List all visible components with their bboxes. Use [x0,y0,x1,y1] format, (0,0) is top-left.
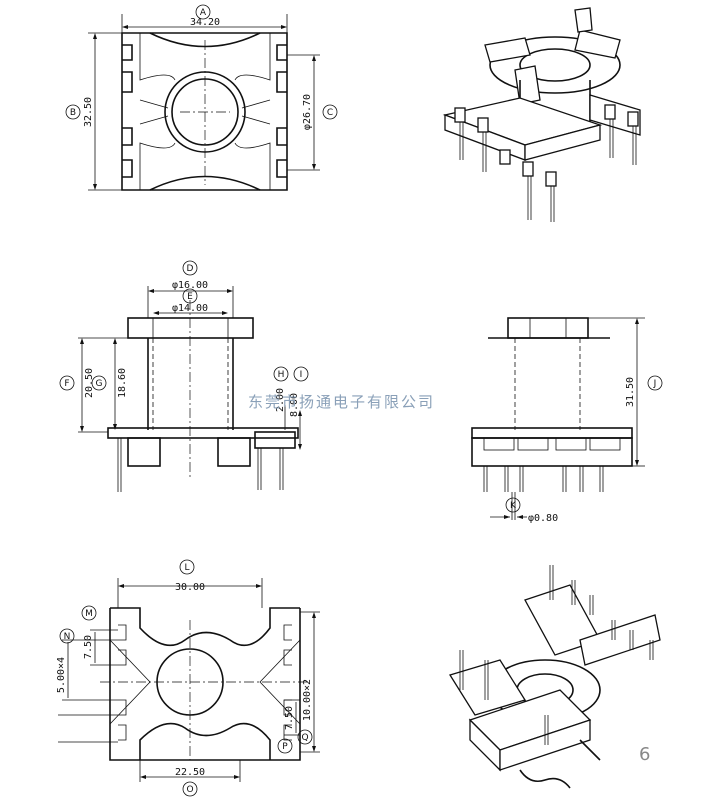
dim-H: 2.00 [275,388,286,412]
tag-O: O [186,785,193,795]
dim-P: 7.50 [284,706,295,730]
dim-M: 7.50 [83,635,94,659]
dim-F: 20.50 [84,368,95,398]
tag-K: K [510,501,517,511]
tag-L: L [184,563,189,573]
tag-N: N [64,632,71,642]
isometric-view-bottom: 6 [448,565,661,789]
dim-G: 18.60 [117,368,128,398]
dim-D: φ16.00 [172,280,208,291]
isometric-view-top [442,7,641,222]
tag-E: E [187,292,193,302]
dim-E: φ14.00 [172,303,208,314]
dim-L: 30.00 [175,582,205,593]
tag-H: H [278,370,285,380]
front-view: D φ16.00 E φ14.00 F 20.50 G 18.60 H 2.00… [59,260,309,492]
tag-J: J [653,379,657,389]
dim-N: 5.00×4 [56,657,67,693]
page-number: 6 [639,744,650,765]
tag-F: F [64,379,69,389]
tag-M: M [85,609,93,619]
company-watermark: 东莞市扬通电子有限公司 [248,393,435,411]
dim-K: φ0.80 [528,513,558,524]
tag-D: D [187,264,194,274]
dim-A: 34.20 [190,17,220,28]
tag-Q: Q [301,733,308,743]
dim-B: 32.50 [83,97,94,127]
dim-O: 22.50 [175,767,205,778]
dim-J: 31.50 [625,377,636,407]
tag-I: I [300,370,303,380]
dim-I: 8.00 [289,393,300,417]
tag-G: G [96,379,103,389]
tag-P: P [282,742,288,752]
tag-B: B [70,108,76,118]
tag-A: A [200,8,207,18]
dim-C: φ26.70 [302,94,313,130]
bottom-view: L 30.00 M 7.50 N 5.00×4 O 22.50 P 7.50 [56,559,320,797]
side-view: J 31.50 K φ0.80 [471,317,663,524]
top-view: A 34.20 B 32.50 C φ26.70 [65,4,338,191]
dim-Q: 10.00×2 [302,679,313,721]
tag-C: C [327,108,333,118]
